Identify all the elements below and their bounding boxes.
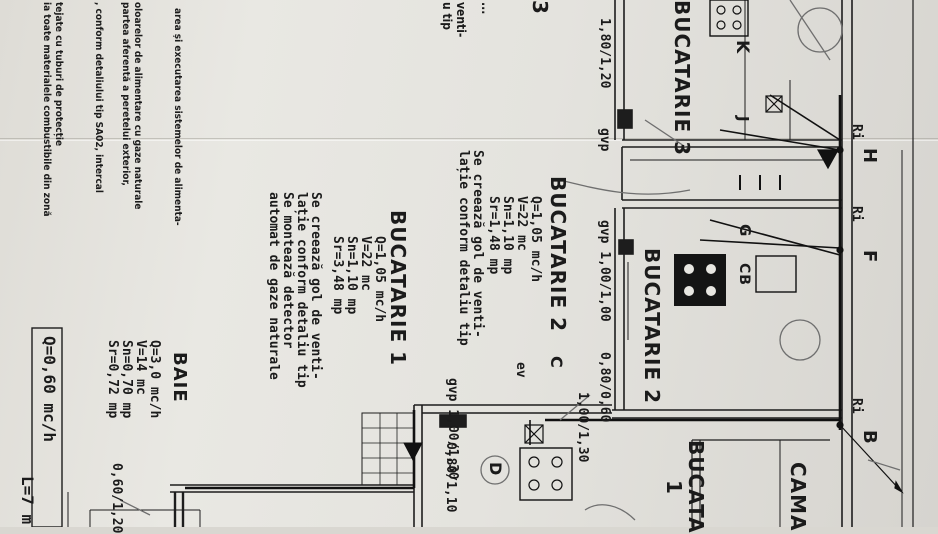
stove-label-g: G bbox=[736, 224, 754, 238]
window-sill-bucatarie1 bbox=[439, 414, 467, 428]
note-line-3: partea aferentă a peretelui exterior, bbox=[120, 2, 131, 186]
window-dim3-bucatarie1: 0,80/1,10 bbox=[443, 442, 458, 513]
room-name-baie: BAIE bbox=[169, 352, 190, 403]
stair-block bbox=[361, 412, 415, 486]
window-dim-bucatarie2: gvp 1,00/1,00 bbox=[597, 220, 612, 322]
sn-bucatarie2: Sn=1,10 mp bbox=[500, 196, 515, 275]
detector-note-b: automat de gaze naturale bbox=[266, 192, 281, 380]
q-bucatarie1: Q=1,05 mc/h bbox=[372, 236, 387, 323]
detector-note-a: Se montează detector bbox=[280, 192, 295, 349]
pipe-label-f: F bbox=[859, 250, 880, 264]
pipe-label-ri: Ri bbox=[849, 206, 864, 222]
meter-label-cb: CB bbox=[736, 263, 752, 286]
gas-branch bbox=[719, 129, 841, 151]
valve-box bbox=[765, 95, 783, 113]
sn-bucatarie1: Sn=1,10 mp bbox=[344, 236, 359, 315]
gvp-bucatarie3: gvp bbox=[597, 128, 612, 152]
room-label-side-bucatarie1-num: 1 bbox=[662, 480, 686, 495]
meter-label-k: K bbox=[732, 40, 752, 55]
v-bucatarie2: V=22 mc bbox=[514, 196, 529, 251]
summary-box bbox=[31, 327, 63, 527]
gas-branch bbox=[699, 239, 841, 249]
pipe-label-b: B bbox=[859, 430, 880, 445]
window-dim-bucatarie3: 1,80/1,20 bbox=[597, 18, 612, 89]
appliances bbox=[519, 0, 797, 501]
pipe-node bbox=[836, 246, 844, 254]
gas-branch bbox=[769, 94, 841, 141]
pencil-stroke bbox=[559, 394, 591, 421]
pencil-stroke bbox=[584, 504, 636, 521]
summary-length: L=7 m bbox=[18, 476, 37, 525]
room-number-3: 3 bbox=[528, 0, 552, 15]
q-baie: Q=3,0 mc/h bbox=[147, 340, 162, 419]
window-sill-bucatarie2 bbox=[618, 239, 634, 255]
valve-box bbox=[524, 424, 544, 444]
pencil-stroke bbox=[559, 179, 691, 195]
stove-bucatarie1 bbox=[519, 447, 573, 501]
room-name-bucatarie2: BUCATARIE 2 bbox=[546, 176, 570, 333]
vent-note-bucatarie2-b: lație conform detaliu tip bbox=[456, 150, 471, 346]
pencil-stroke bbox=[119, 499, 151, 516]
window-dim2-bucatarie1: 1,00/1,30 bbox=[575, 392, 590, 463]
sr-baie: Sr=0,72 mp bbox=[105, 340, 120, 419]
valve-marker-h bbox=[816, 149, 840, 170]
side-note-a: venti- bbox=[454, 2, 468, 38]
gas-flow-arrow bbox=[403, 442, 423, 462]
leader-b bbox=[839, 424, 901, 491]
pipe-label-h: H bbox=[859, 148, 880, 165]
paper-fold-line bbox=[0, 138, 938, 139]
pipe-node bbox=[836, 146, 844, 154]
v-bucatarie1: V=22 mc bbox=[358, 236, 373, 291]
pencil-stroke bbox=[867, 459, 901, 471]
summary-flow: Q=0,60 mc/h bbox=[40, 336, 59, 442]
room-name-camera: CAMA bbox=[786, 462, 810, 532]
vent-note-bucatarie1-a: Se creează gol de venti- bbox=[308, 192, 323, 380]
stove-label-d: D bbox=[486, 462, 505, 477]
valve-bucatarie3 bbox=[765, 95, 783, 113]
note-line-5: tejate cu tuburi de protecție bbox=[53, 2, 64, 147]
vent-note-bucatarie2-a: Se creează gol de venti- bbox=[470, 150, 485, 338]
pencil-circle-d bbox=[480, 455, 510, 485]
room-name-bucatarie1: BUCATARIE 1 bbox=[386, 210, 410, 367]
valve-label-j: J bbox=[734, 116, 752, 123]
paper-fold-line bbox=[0, 140, 938, 141]
gas-branch bbox=[709, 219, 841, 256]
leader-arrowhead bbox=[894, 480, 904, 494]
pipe-label-ri: Ri bbox=[849, 124, 864, 140]
label-ev: ev bbox=[513, 362, 528, 378]
pencil-stroke bbox=[644, 119, 691, 151]
q-bucatarie2: Q=1,05 mc/h bbox=[528, 196, 543, 283]
vent-note-bucatarie1-b: lație conform detaliu tip bbox=[294, 192, 309, 388]
pencil-circle bbox=[779, 319, 821, 361]
side-note-b: u tip bbox=[440, 2, 454, 31]
note-line-2: oloarelor de alimentare cu gaze naturale bbox=[132, 2, 143, 210]
window-sill-bucatarie3 bbox=[617, 109, 633, 129]
pencil-stroke bbox=[789, 0, 831, 61]
sr-bucatarie1: Sr=3,48 mp bbox=[330, 236, 345, 315]
window-dim-baie: 0,60/1,20 bbox=[109, 463, 124, 534]
valve-bucatarie1 bbox=[524, 424, 544, 444]
v-baie: V=14 mc bbox=[133, 340, 148, 395]
label-c: C bbox=[547, 356, 566, 369]
pipe-label-ri: Ri bbox=[849, 398, 864, 414]
note-line-6: ia toate materialele combustibile din zo… bbox=[41, 2, 52, 217]
room-name-bucatarie3: BUCATARIE 3 bbox=[670, 0, 694, 157]
boiler-cb bbox=[755, 255, 797, 293]
window-dim2-bucatarie2: 0,80/0,60 bbox=[597, 352, 612, 423]
sn-baie: Sn=0,70 mp bbox=[119, 340, 134, 419]
note-line-4: , conform detaliului tip SA02, intercal bbox=[93, 2, 104, 193]
stove-bucatarie2 bbox=[674, 254, 726, 306]
pencil-circle bbox=[797, 7, 843, 53]
room-label-side-bucatarie1: BUCATA bbox=[684, 440, 708, 534]
room-label-side-bucatarie2: BUCATARIE 2 bbox=[640, 248, 664, 405]
note-line-1: area și executarea sistemelor de aliment… bbox=[172, 8, 183, 226]
sr-bucatarie2: Sr=1,48 mp bbox=[486, 196, 501, 275]
pencil-marks bbox=[119, 0, 901, 521]
stove-bucatarie3 bbox=[709, 0, 749, 37]
side-note-c: ... bbox=[479, 2, 493, 15]
